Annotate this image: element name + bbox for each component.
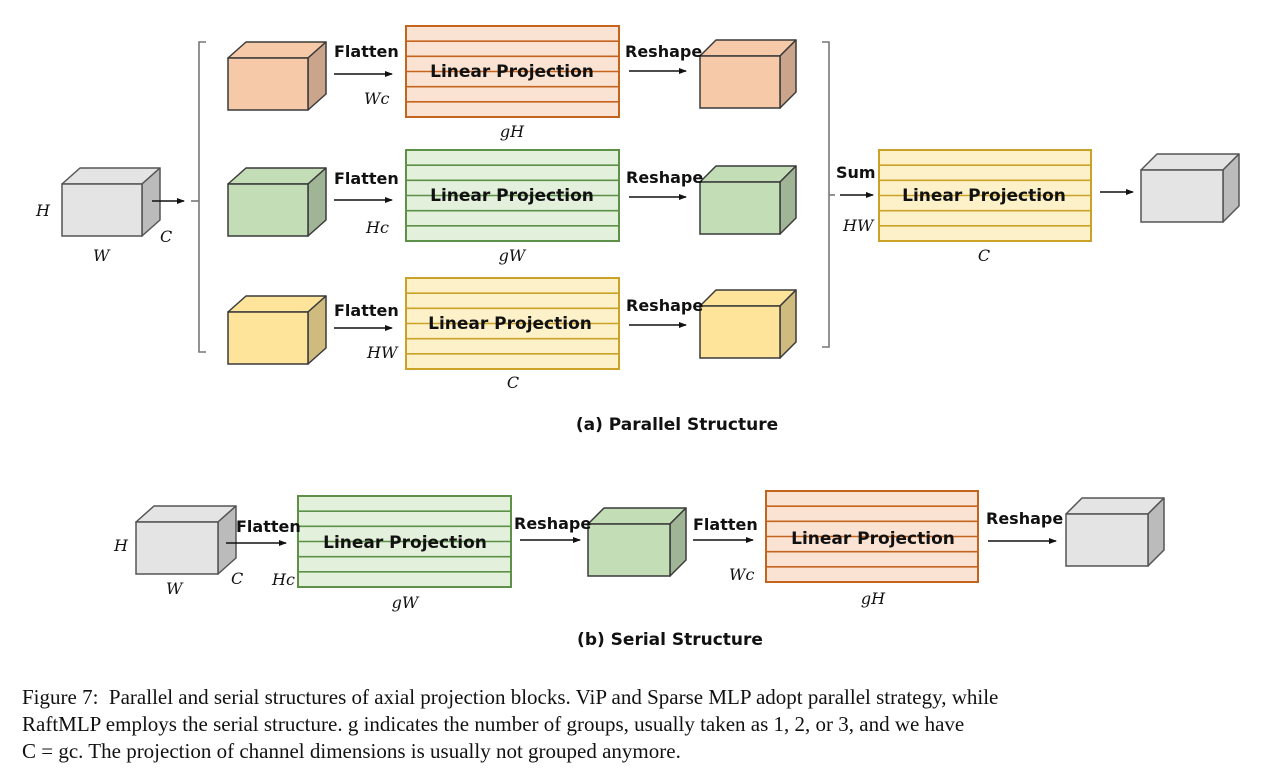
- merge-projection-dim: C: [978, 246, 990, 265]
- branch-0-reshape-label: Reshape: [625, 42, 702, 61]
- serial-input-width-label: W: [166, 579, 184, 598]
- diagram-canvas: H W C Flatten Wc Linear Projection gH Re…: [35, 25, 1240, 650]
- branch-2-projection: [405, 277, 620, 370]
- branch-2-flatten-label: Flatten: [334, 301, 399, 320]
- branch-0-input-cube: [227, 41, 327, 111]
- branch-0-projection-label: Linear Projection: [430, 62, 594, 82]
- output-tensor-cube: [1140, 153, 1240, 223]
- branch-1-reshape-label: Reshape: [626, 168, 703, 187]
- figure-caption: Figure 7: Parallel and serial structures…: [22, 684, 1267, 765]
- branch-1-input-cube: [227, 167, 327, 237]
- cube-top-face: [1065, 497, 1165, 515]
- cube-front-face: [699, 305, 781, 359]
- serial-stage-1-reshape-label: Reshape: [986, 509, 1063, 528]
- branch-1-flatten-label: Flatten: [334, 169, 399, 188]
- serial-input-channel-label: C: [231, 569, 243, 588]
- cube-front-face: [135, 521, 219, 575]
- cube-front-face: [699, 55, 781, 109]
- branch-0-flatten-dim: Wc: [364, 89, 389, 108]
- serial-stage-1-projection-label: Linear Projection: [791, 529, 955, 549]
- serial-intermediate-cube: [587, 507, 687, 577]
- serial-stage-0-reshape-label: Reshape: [514, 514, 591, 533]
- serial-input-cube: [135, 505, 237, 575]
- caption-line-1: Figure 7: Parallel and serial structures…: [22, 684, 1267, 711]
- caption-line-3: C = gc. The projection of channel dimens…: [22, 739, 681, 763]
- serial-stage-0-projection-label: Linear Projection: [323, 533, 487, 553]
- branch-1-projection-label: Linear Projection: [430, 186, 594, 206]
- cube-front-face: [227, 311, 309, 365]
- branch-2-projection-label: Linear Projection: [428, 314, 592, 334]
- merge-dim-label: HW: [842, 216, 875, 235]
- serial-stage-1-flatten-label: Flatten: [693, 515, 758, 534]
- serial-input-height-label: H: [113, 536, 129, 555]
- serial-stage-0-flatten-dim: Hc: [271, 570, 295, 589]
- branch-2-flatten-dim: HW: [366, 343, 399, 362]
- cube-front-face: [1140, 169, 1224, 223]
- input-height-label: H: [35, 201, 51, 220]
- cube-front-face: [61, 183, 143, 237]
- merge-projection-label: Linear Projection: [902, 186, 1066, 206]
- merge-sum-label: Sum: [836, 163, 876, 182]
- serial-stage-1-projection-dim: gH: [861, 589, 886, 608]
- serial-subtitle: (b) Serial Structure: [577, 630, 763, 650]
- cube-front-face: [227, 57, 309, 111]
- branch-2-output-cube: [699, 289, 797, 359]
- serial-projection-2: [765, 490, 979, 583]
- caption-line-2: RaftMLP employs the serial structure. g …: [22, 712, 965, 736]
- split-bracket: [198, 41, 206, 353]
- cube-front-face: [227, 183, 309, 237]
- branch-1-flatten-dim: Hc: [365, 218, 389, 237]
- caption-text-1: Parallel and serial structures of axial …: [108, 685, 999, 709]
- branch-1-projection-dim: gW: [499, 246, 527, 265]
- branch-1-projection: [405, 149, 620, 242]
- serial-output-cube: [1065, 497, 1165, 567]
- merge-projection: [878, 149, 1092, 242]
- input-width-label: W: [93, 246, 111, 265]
- branch-0-flatten-label: Flatten: [334, 42, 399, 61]
- branch-0-projection: [405, 25, 620, 118]
- serial-stage-0-projection-dim: gW: [392, 593, 420, 612]
- parallel-subtitle: (a) Parallel Structure: [576, 415, 778, 435]
- input-channel-label: C: [160, 227, 172, 246]
- branch-0-output-cube: [699, 39, 797, 109]
- branch-0-projection-dim: gH: [500, 122, 525, 141]
- cube-front-face: [1065, 513, 1149, 567]
- serial-stage-1-flatten-dim: Wc: [729, 565, 754, 584]
- cube-top-face: [1140, 153, 1240, 171]
- serial-stage-0-flatten-label: Flatten: [236, 517, 301, 536]
- branch-2-reshape-label: Reshape: [626, 296, 703, 315]
- serial-projection-1: [297, 495, 512, 588]
- merge-bracket: [822, 41, 830, 348]
- branch-2-projection-dim: C: [507, 373, 519, 392]
- cube-top-face: [587, 507, 687, 525]
- figure-number: Figure 7:: [22, 685, 99, 709]
- branch-1-output-cube: [699, 165, 797, 235]
- branch-2-input-cube: [227, 295, 327, 365]
- input-tensor-cube: [61, 167, 161, 237]
- cube-front-face: [587, 523, 671, 577]
- cube-front-face: [699, 181, 781, 235]
